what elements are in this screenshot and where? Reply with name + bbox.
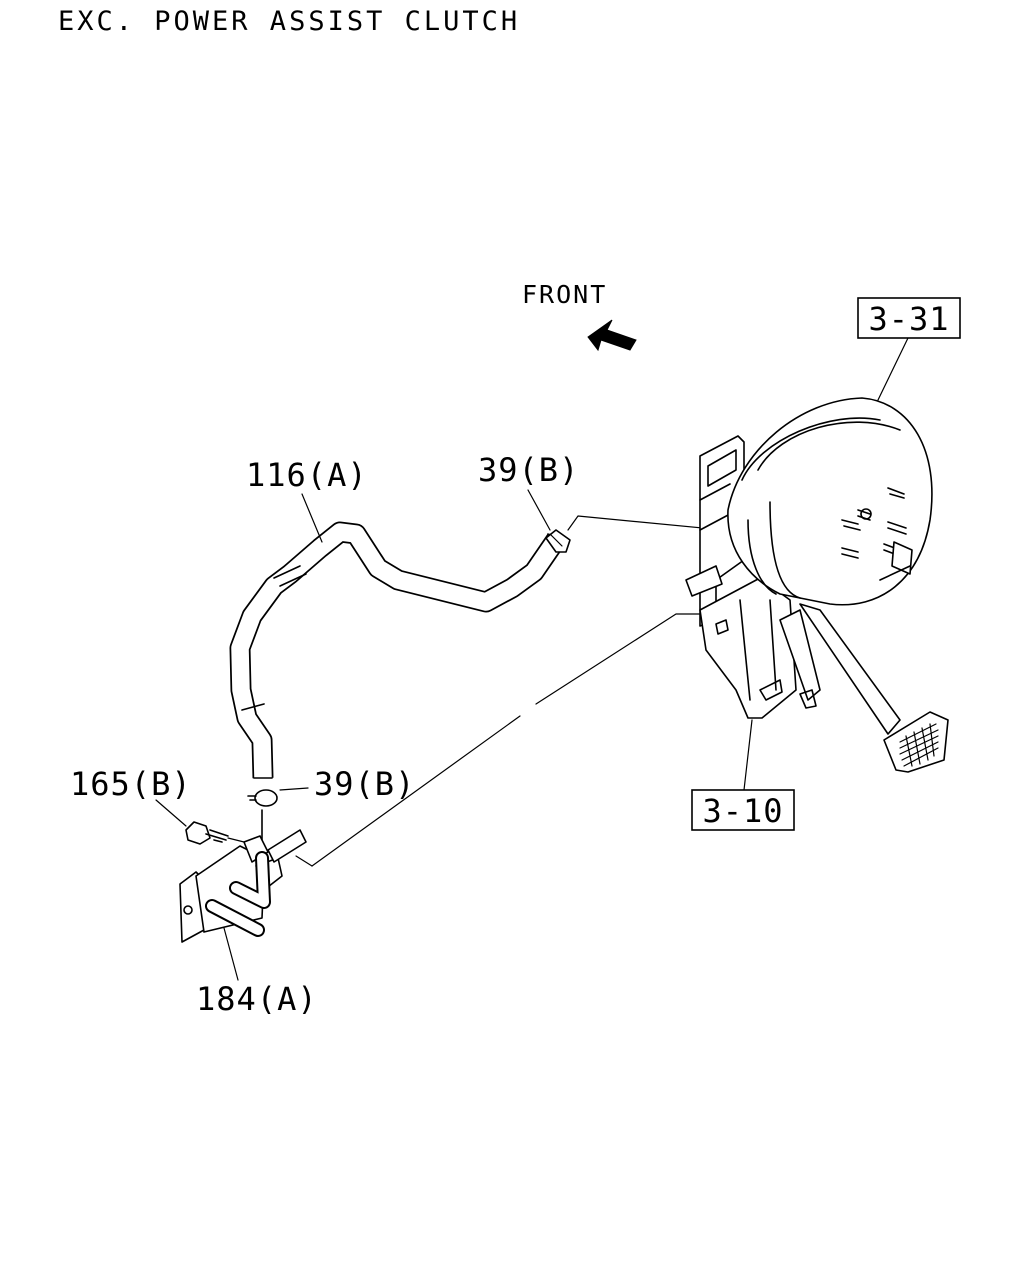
bracket-pipe (179, 829, 307, 943)
upper-clip (545, 529, 571, 553)
vacuum-hose (229, 521, 567, 779)
ref-pedal-label: 3-10 (702, 792, 783, 830)
ref-box-pedal: 3-10 (691, 789, 795, 831)
bolt (185, 821, 245, 845)
leader-lines (155, 337, 911, 981)
booster-assembly (685, 397, 949, 773)
callout-bolt: 165(B) (70, 765, 192, 803)
ref-booster-label: 3-31 (868, 300, 949, 338)
callout-clip-upper: 39(B) (478, 451, 579, 489)
callout-pipe: 184(A) (196, 980, 318, 1018)
diagram-title: EXC. POWER ASSIST CLUTCH (58, 6, 520, 37)
lower-clip (247, 789, 278, 853)
front-arrow-icon (587, 319, 637, 352)
callout-hose: 116(A) (246, 456, 368, 494)
front-indicator: FRONT (522, 280, 637, 352)
ref-box-booster: 3-31 (857, 297, 961, 339)
front-label: FRONT (522, 280, 607, 309)
callout-clip-lower: 39(B) (314, 765, 415, 803)
pedal-pad-grip (899, 723, 939, 767)
